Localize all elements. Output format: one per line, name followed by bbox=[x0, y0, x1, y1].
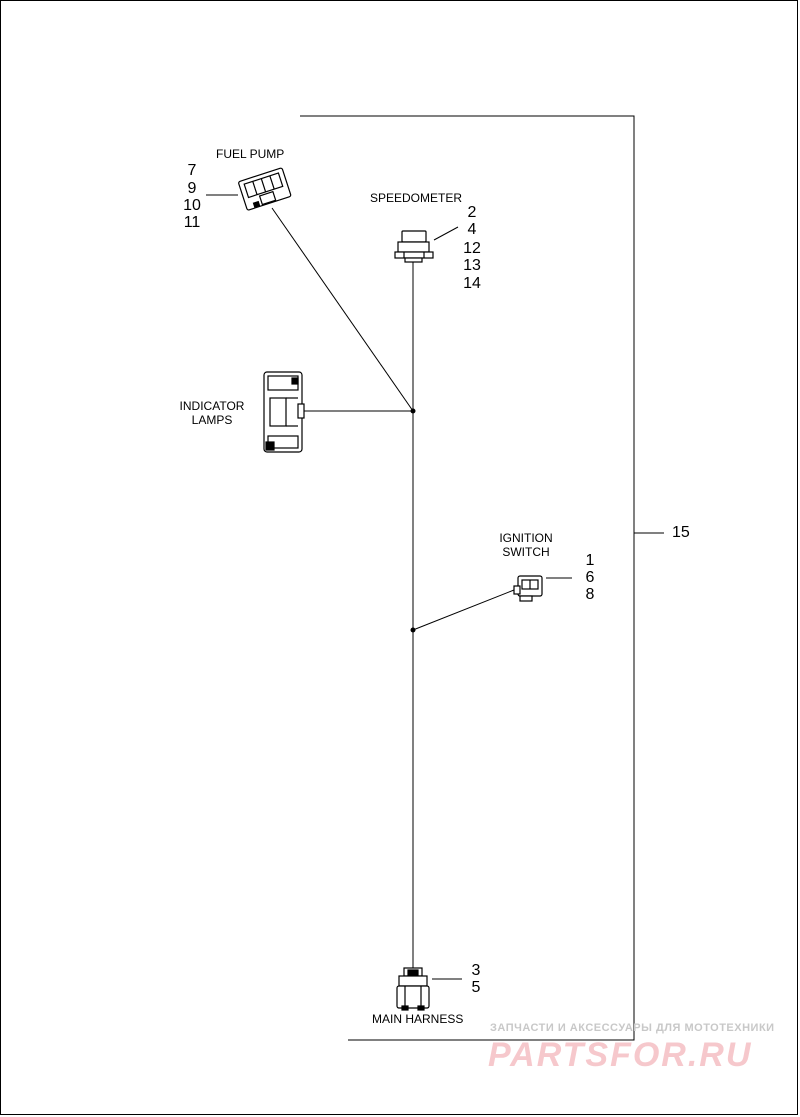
fuel-pump-label: FUEL PUMP bbox=[216, 147, 285, 161]
speedometer-connector bbox=[394, 230, 434, 263]
fuel-pump-wire bbox=[271, 207, 414, 412]
speedometer-ref: 13 bbox=[463, 257, 481, 274]
main-harness-ref: 3 bbox=[471, 962, 481, 979]
ignition-switch-ref: 1 bbox=[585, 552, 595, 569]
ignition-switch-wire bbox=[412, 589, 515, 631]
harness-outline bbox=[300, 115, 635, 1041]
ignition-switch-ref: 6 bbox=[585, 569, 595, 586]
watermark-tagline: ЗАПЧАСТИ И АКСЕССУАРЫ ДЛЯ МОТОТЕХНИКИ bbox=[490, 1022, 775, 1034]
indicator-lamps-label-line2: LAMPS bbox=[191, 413, 233, 427]
fuel-pump-ref: 7 bbox=[187, 162, 197, 179]
watermark-logo: PARTSFOR.RU bbox=[488, 1036, 753, 1074]
fuel-pump-ref: 9 bbox=[187, 180, 197, 197]
ignition-switch-label: IGNITION SWITCH bbox=[494, 531, 558, 559]
speedometer-ref: 14 bbox=[463, 275, 481, 292]
main-harness-label: MAIN HARNESS bbox=[372, 1012, 464, 1026]
harness-assembly-ref: 15 bbox=[672, 524, 690, 541]
fuel-pump-connector bbox=[238, 167, 292, 211]
indicator-lamps-label: INDICATOR LAMPS bbox=[176, 399, 248, 427]
indicator-lamps-housing bbox=[263, 371, 305, 453]
ignition-switch-connector bbox=[513, 575, 543, 602]
speedometer-label: SPEEDOMETER bbox=[370, 191, 463, 205]
ignition-switch-label-line1: IGNITION bbox=[499, 531, 553, 545]
speedometer-ref: 4 bbox=[467, 221, 477, 238]
fuel-pump-ref: 10 bbox=[183, 197, 201, 214]
speedometer-ref: 12 bbox=[463, 240, 481, 257]
speedometer-ref: 2 bbox=[467, 204, 477, 221]
leader-speedometer bbox=[433, 226, 459, 241]
indicator-lamps-label-line1: INDICATOR bbox=[179, 399, 245, 413]
fuel-pump-ref: 11 bbox=[183, 214, 201, 231]
ignition-switch-label-line2: SWITCH bbox=[502, 545, 550, 559]
main-harness-connector bbox=[396, 967, 430, 1011]
main-harness-ref: 5 bbox=[471, 979, 481, 996]
junction-dot bbox=[410, 627, 416, 633]
ignition-switch-ref: 8 bbox=[585, 586, 595, 603]
junction-dot bbox=[410, 408, 416, 414]
